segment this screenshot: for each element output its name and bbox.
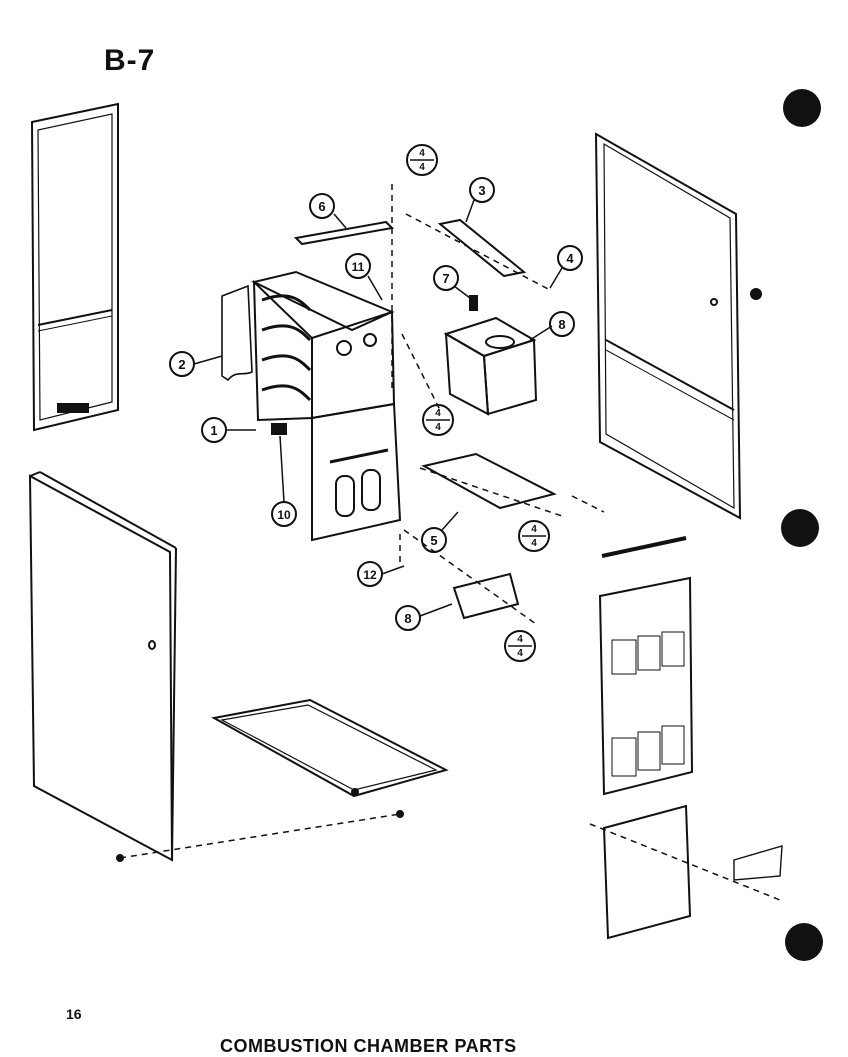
- svg-text:4: 4: [419, 162, 425, 173]
- svg-text:7: 7: [442, 271, 449, 286]
- insulation-wrap: [221, 284, 253, 382]
- callout-4: 4: [557, 245, 583, 271]
- svg-text:4: 4: [531, 524, 537, 535]
- right-louver-panel: [598, 576, 694, 796]
- page-title: COMBUSTION CHAMBER PARTS: [220, 1036, 517, 1056]
- screw-callout-top: 4 4: [406, 144, 438, 176]
- svg-text:8: 8: [404, 611, 411, 626]
- upper-left-door-panel: [30, 102, 119, 432]
- svg-text:2: 2: [178, 357, 185, 372]
- svg-text:4: 4: [531, 538, 537, 549]
- screw-callout-right: 4 4: [518, 520, 550, 552]
- page-code: B-7: [104, 44, 156, 77]
- svg-text:4: 4: [566, 251, 574, 266]
- svg-text:12: 12: [363, 568, 377, 582]
- vent-box: [443, 316, 538, 416]
- deflector-plate: [421, 452, 557, 510]
- svg-text:10: 10: [277, 508, 291, 522]
- callout-1: 1: [201, 417, 227, 443]
- svg-text:1: 1: [210, 423, 217, 438]
- svg-text:4: 4: [517, 648, 523, 659]
- binder-hole-top: [783, 89, 821, 127]
- callout-8-lower: 8: [395, 605, 421, 631]
- callout-5: 5: [421, 527, 447, 553]
- svg-text:4: 4: [435, 422, 441, 433]
- callout-12: 12: [357, 561, 383, 587]
- callout-11: 11: [345, 253, 371, 279]
- screw-callout-bottom: 4 4: [504, 630, 536, 662]
- screw-callout-middle: 4 4: [422, 404, 454, 436]
- left-side-panel: [28, 471, 177, 862]
- small-bracket-9: [452, 572, 520, 620]
- binder-hole-middle: [781, 509, 819, 547]
- access-door: [602, 804, 783, 940]
- dashed-leaders: [391, 184, 781, 901]
- screw-bottom-left: [116, 854, 124, 862]
- svg-text:5: 5: [430, 533, 437, 548]
- right-top-rail: [601, 536, 687, 558]
- top-bracket-3: [437, 218, 527, 278]
- svg-text:6: 6: [318, 199, 325, 214]
- binder-hole-bottom: [785, 923, 823, 961]
- part-7-clip: [469, 295, 478, 311]
- callout-8-upper: 8: [549, 311, 575, 337]
- screw-bottom-pan: [396, 810, 404, 818]
- svg-text:4: 4: [435, 408, 441, 419]
- svg-text:8: 8: [558, 317, 565, 332]
- page-number: 16: [66, 1006, 82, 1022]
- dashed-leader: [119, 813, 401, 859]
- callout-7: 7: [433, 265, 459, 291]
- svg-text:4: 4: [419, 148, 425, 159]
- bottom-pan: [211, 698, 449, 798]
- right-upper-door: [594, 132, 762, 520]
- svg-text:4: 4: [517, 634, 523, 645]
- svg-text:3: 3: [478, 183, 485, 198]
- callout-leaders: [193, 199, 563, 617]
- callout-6: 6: [309, 193, 335, 219]
- svg-text:11: 11: [352, 260, 365, 274]
- callout-2: 2: [169, 351, 195, 377]
- callout-10: 10: [271, 501, 297, 527]
- callout-3: 3: [469, 177, 495, 203]
- heat-exchanger-assembly: [251, 270, 402, 542]
